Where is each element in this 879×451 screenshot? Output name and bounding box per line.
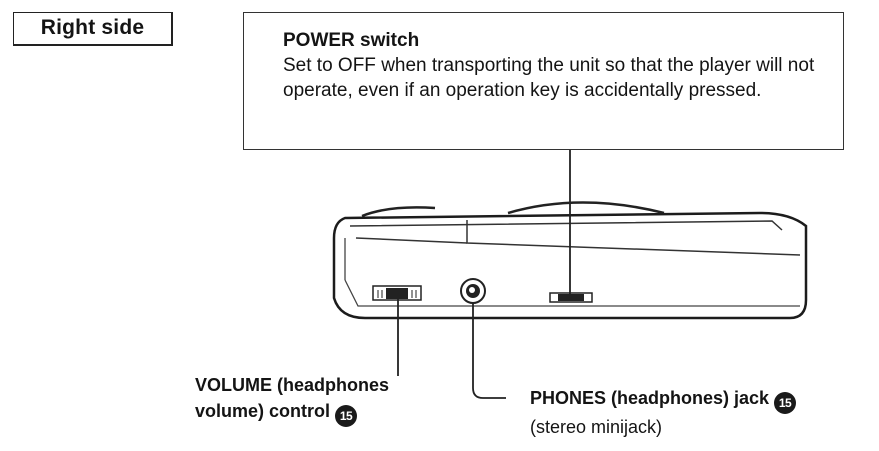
- device-top-dome-left: [361, 206, 436, 218]
- section-label: Right side: [13, 12, 173, 46]
- volume-control-label-line1: VOLUME (headphones: [195, 375, 390, 395]
- power-switch-callout: POWER switch Set to OFF when transportin…: [243, 12, 844, 150]
- power-switch-description: Set to OFF when transporting the unit so…: [283, 55, 815, 101]
- device-lid-edge: [349, 220, 783, 231]
- volume-control-label-text: volume) control: [195, 401, 331, 421]
- device-top-dome-center: [507, 201, 665, 215]
- volume-ref-number: 15: [335, 405, 358, 427]
- power-switch-slider: [549, 292, 593, 303]
- volume-control-knob: [372, 285, 422, 301]
- device-upper-panel-line: [355, 237, 468, 244]
- phones-jack-label-text: PHONES (headphones) jack: [530, 388, 770, 408]
- phones-jack-label-line2: (stereo minijack): [530, 417, 663, 437]
- phones-jack-leader: [472, 303, 506, 399]
- power-switch-title: POWER switch: [283, 30, 420, 51]
- phones-ref-number: 15: [774, 392, 797, 414]
- device-lower-body-line: [344, 279, 800, 307]
- phones-jack: [460, 278, 486, 304]
